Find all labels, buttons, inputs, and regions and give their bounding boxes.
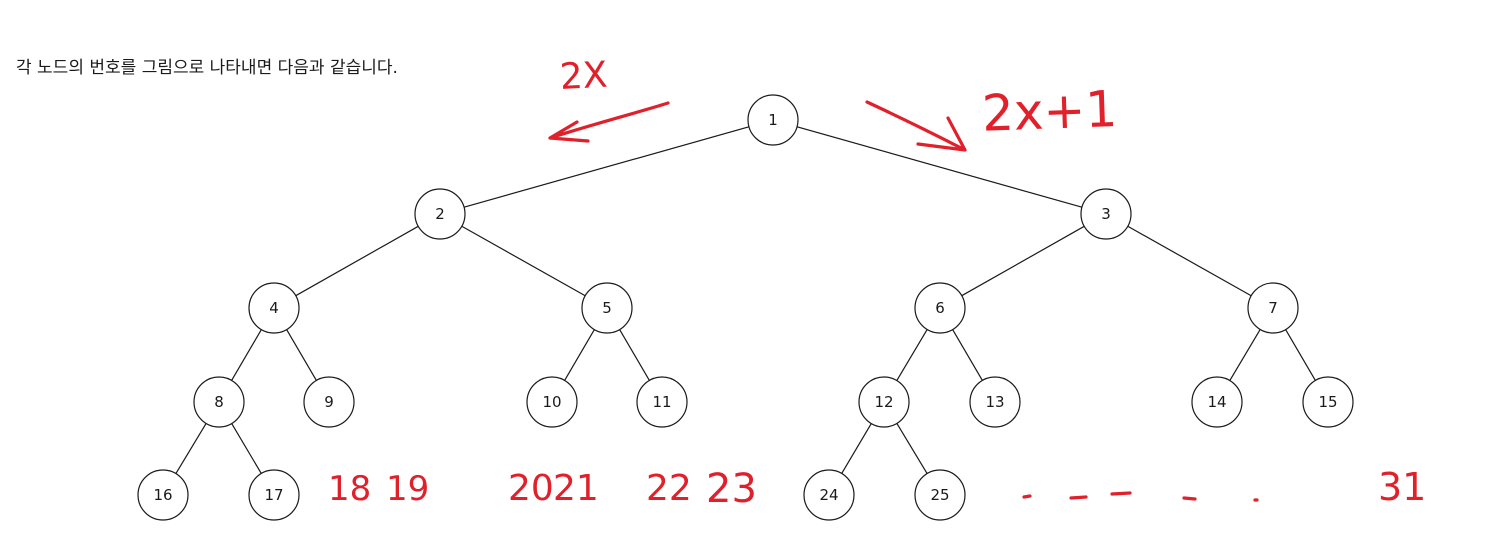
tree-node: 3 (1080, 188, 1132, 240)
tree-edge (175, 423, 207, 474)
node-circle (581, 282, 633, 334)
tree-node: 8 (193, 376, 245, 428)
annotation-right-formula: 2x+1 (865, 80, 1118, 152)
node-circle (969, 376, 1021, 428)
node-circle (414, 188, 466, 240)
ellipsis-dash (1110, 491, 1132, 496)
node-circle (137, 469, 189, 521)
node-circle (248, 469, 300, 521)
intro-text: 각 노드의 번호를 그림으로 나타내면 다음과 같습니다. (16, 58, 398, 78)
right-arrow-icon (865, 100, 967, 152)
tree-edge (1127, 225, 1252, 297)
tree-node: 1 (747, 94, 799, 146)
node-label: 8 (214, 393, 224, 411)
annotation-last-label: 31 (1378, 465, 1426, 509)
tree-node: 2 (414, 188, 466, 240)
missing-label: 21 (553, 468, 599, 509)
tree-edge (564, 329, 595, 381)
node-label: 25 (930, 486, 949, 504)
node-label: 14 (1207, 393, 1226, 411)
tree-node: 14 (1191, 376, 1243, 428)
node-circle (248, 282, 300, 334)
tree-node: 24 (803, 469, 855, 521)
tree-edge (841, 423, 872, 474)
tree-node: 15 (1302, 376, 1354, 428)
ellipsis-dash (1069, 495, 1088, 500)
tree-edge (295, 225, 419, 297)
tree-edge (1285, 329, 1316, 381)
tree-node: 6 (914, 282, 966, 334)
annotation-left-formula: 2X (548, 55, 670, 143)
tree-node: 5 (581, 282, 633, 334)
tree-edge (619, 329, 650, 381)
node-circle (1302, 376, 1354, 428)
tree-edges (175, 126, 1316, 474)
node-label: 13 (985, 393, 1004, 411)
missing-label: 20 (508, 468, 554, 509)
tree-edge (463, 126, 750, 208)
node-label: 9 (324, 393, 334, 411)
missing-label: 19 (386, 469, 429, 509)
node-circle (1191, 376, 1243, 428)
tree-node: 12 (858, 376, 910, 428)
tree-node: 13 (969, 376, 1021, 428)
missing-label: 23 (706, 466, 757, 512)
node-circle (747, 94, 799, 146)
ellipsis-dash (1022, 494, 1032, 499)
node-label: 16 (153, 486, 172, 504)
missing-label: 18 (328, 469, 371, 509)
node-label: 5 (602, 299, 612, 317)
tree-node: 7 (1247, 282, 1299, 334)
node-circle (858, 376, 910, 428)
node-circle (914, 469, 966, 521)
node-circle (1080, 188, 1132, 240)
node-label: 1 (768, 111, 778, 129)
node-label: 10 (542, 393, 561, 411)
tree-node: 17 (248, 469, 300, 521)
tree-node: 9 (303, 376, 355, 428)
tree-node: 4 (248, 282, 300, 334)
annotation-right-formula-text: 2x+1 (981, 80, 1118, 143)
left-arrow-icon (548, 101, 670, 143)
node-circle (526, 376, 578, 428)
annotation-left-formula-text: 2X (559, 55, 609, 98)
node-circle (303, 376, 355, 428)
annotation-missing-labels: 18 19 20 21 22 23 (328, 466, 757, 512)
node-circle (1247, 282, 1299, 334)
node-label: 17 (264, 486, 283, 504)
tree-edge (961, 225, 1085, 297)
node-label: 15 (1318, 393, 1337, 411)
node-label: 3 (1101, 205, 1111, 223)
tree-edge (896, 329, 928, 381)
annotation-ellipsis (1022, 491, 1259, 502)
tree-node: 16 (137, 469, 189, 521)
node-circle (193, 376, 245, 428)
node-label: 4 (269, 299, 279, 317)
tree-edge (231, 329, 262, 381)
tree-node: 10 (526, 376, 578, 428)
node-label: 7 (1268, 299, 1278, 317)
node-circle (803, 469, 855, 521)
tree-edge (796, 126, 1083, 208)
node-circle (914, 282, 966, 334)
tree-edge (286, 329, 317, 381)
tree-edge (952, 329, 983, 381)
ellipsis-dash (1182, 496, 1197, 501)
node-label: 11 (652, 393, 671, 411)
node-label: 12 (874, 393, 893, 411)
node-label: 6 (935, 299, 945, 317)
node-label: 2 (435, 205, 445, 223)
node-label: 24 (819, 486, 838, 504)
node-circle (636, 376, 688, 428)
tree-edge (896, 423, 928, 474)
tree-edge (1229, 329, 1261, 381)
tree-node: 25 (914, 469, 966, 521)
missing-label: 22 (646, 468, 692, 509)
tree-node: 11 (636, 376, 688, 428)
tree-edge (231, 423, 262, 474)
tree-edge (461, 225, 586, 297)
